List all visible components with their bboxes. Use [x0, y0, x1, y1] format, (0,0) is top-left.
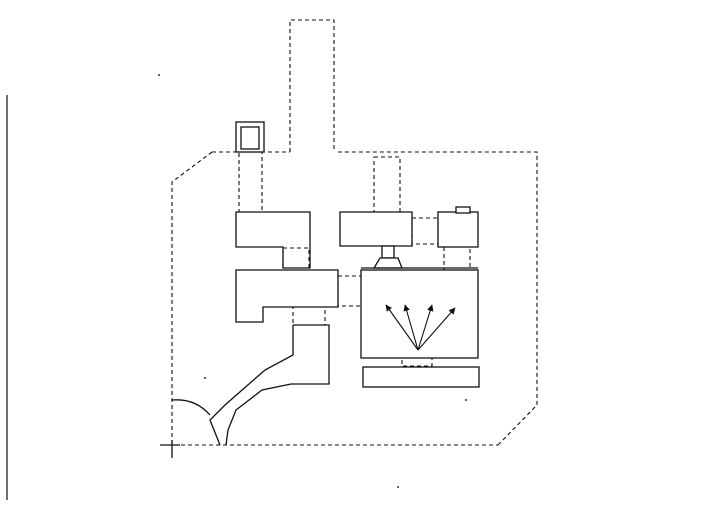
central-chamber: [360, 267, 479, 367]
outer-boundary: [160, 19, 538, 458]
upper-mid-block: [339, 156, 413, 247]
chamber-link: [337, 275, 363, 307]
hatch-box: [235, 121, 265, 213]
upper-left-block: [235, 211, 311, 269]
chamber-base: [362, 366, 480, 388]
lower-left-block: [235, 269, 339, 323]
lower-conduit: [171, 306, 330, 446]
radiating-arrows: [385, 304, 456, 351]
upper-right-block: [411, 206, 479, 273]
left-connector: [282, 247, 310, 271]
valve-symbol: [372, 245, 403, 269]
